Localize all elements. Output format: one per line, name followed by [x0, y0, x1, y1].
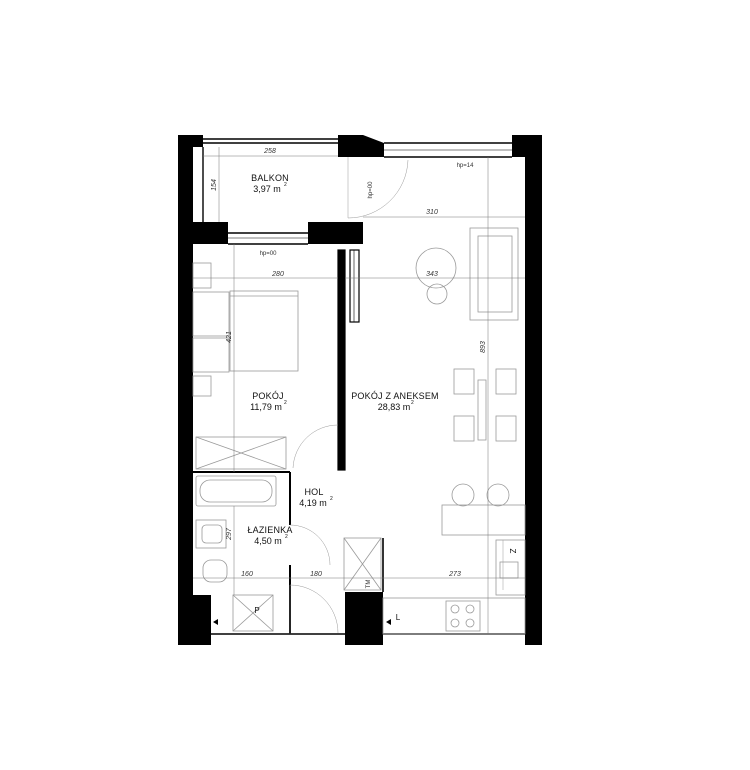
room-area-sup-balkon: 2 — [284, 182, 287, 188]
dim-aneks-depth: 893 — [480, 341, 487, 353]
room-area-lazienka: 4,50 m — [254, 536, 282, 546]
kitchen-counter — [382, 597, 526, 635]
hp-balcony-door: hp=00 — [368, 181, 374, 199]
wall-balcony-bottom — [178, 222, 228, 244]
dresser — [192, 375, 212, 397]
chair-4 — [495, 415, 517, 442]
dim-balkon-depth: 154 — [211, 179, 218, 191]
dim-hol-width: 180 — [310, 571, 322, 578]
pouf-large — [415, 247, 457, 289]
dim-aneks-mid: 343 — [426, 271, 438, 278]
triangle-marker-2 — [386, 619, 391, 625]
room-area-sup-lazienka: 2 — [285, 534, 288, 540]
structural-walls — [178, 135, 542, 645]
appliance-symbols: P L Z TM — [213, 549, 517, 625]
bed — [229, 290, 299, 372]
room-name-lazienka: ŁAZIENKA — [247, 525, 292, 535]
toilet — [202, 559, 228, 583]
wall-left-cap-top — [178, 135, 203, 147]
dim-lazienka-width: 160 — [241, 571, 253, 578]
room-area-sup-aneks: 2 — [411, 400, 414, 406]
furniture — [192, 227, 526, 635]
room-name-hol: HOL — [304, 487, 323, 497]
hp-living-window: hp=14 — [457, 163, 475, 169]
symbol-tm: TM — [366, 580, 372, 589]
sofa — [469, 227, 519, 321]
triangle-marker-1 — [213, 619, 218, 625]
wall-bedroom-living — [337, 249, 346, 471]
dining-table — [477, 379, 487, 441]
room-area-aneks: 28,83 m — [378, 402, 411, 412]
room-labels: BALKON 3,97 m 2 POKÓJ 11,79 m 2 POKÓJ Z … — [247, 173, 438, 546]
stool-1 — [451, 483, 475, 507]
wall-column-center-bevel — [363, 135, 384, 157]
burner-4 — [465, 618, 475, 628]
dim-pokoj-width: 280 — [271, 271, 284, 278]
chair-3 — [453, 415, 475, 442]
door-arc-entry — [289, 584, 339, 634]
bathtub — [195, 475, 277, 507]
door-arc-bedroom — [292, 424, 339, 469]
partitions — [193, 249, 384, 634]
chair-2 — [495, 368, 517, 395]
wardrobe-x2 — [195, 436, 287, 470]
room-area-balkon: 3,97 m — [253, 184, 281, 194]
washbasin-bowl — [201, 524, 223, 544]
wall-right-cap-top — [512, 135, 542, 157]
sofa-seat — [477, 235, 513, 313]
wall-bottom-shaft — [345, 592, 383, 645]
dim-balkon-width: 258 — [263, 148, 276, 155]
door-arc-balcony — [347, 157, 409, 219]
wall-right — [525, 157, 542, 645]
dim-lazienka-depth: 297 — [226, 527, 233, 541]
washbasin — [195, 519, 227, 549]
burner-2 — [465, 604, 475, 614]
stool-2 — [486, 483, 510, 507]
room-name-pokoj: POKÓJ — [252, 391, 284, 401]
symbol-lodowka: L — [396, 613, 401, 622]
kitchen-island — [441, 504, 526, 536]
room-area-hol: 4,19 m — [299, 498, 327, 508]
wall-balcony-bottom-2 — [308, 222, 363, 244]
wall-left — [178, 135, 193, 645]
sliding-door — [349, 249, 360, 323]
fridge-column — [495, 539, 526, 596]
burner-1 — [450, 604, 460, 614]
room-area-sup-pokoj: 2 — [284, 400, 287, 406]
dimension-lines — [193, 147, 525, 634]
dimension-texts: 258 154 310 280 343 421 893 297 160 180 … — [211, 148, 487, 578]
dim-kitchen-width: 273 — [448, 571, 461, 578]
nightstand-bot — [192, 337, 230, 373]
burner-3 — [450, 618, 460, 628]
height-marks: hp=00 hp=00 hp=14 — [260, 163, 475, 257]
symbol-pralka: P — [254, 606, 259, 615]
hall-wardrobe-x2 — [343, 537, 382, 591]
pouf-small — [426, 283, 448, 305]
nightstand-top — [192, 262, 212, 289]
sink — [499, 561, 519, 579]
chair-1 — [453, 368, 475, 395]
laundry-x2 — [232, 594, 274, 632]
dim-pokoj-depth: 421 — [226, 331, 233, 343]
room-name-aneks: POKÓJ Z ANEKSEM — [351, 391, 439, 401]
laundry-cabinet — [232, 594, 274, 632]
wall-column-center — [338, 135, 363, 157]
hp-bedroom-window: hp=00 — [260, 251, 278, 257]
room-area-pokoj: 11,79 m — [250, 402, 282, 412]
door-arc-bath — [289, 524, 331, 566]
bathtub-inner — [199, 479, 273, 503]
hall-wardrobe — [343, 537, 382, 591]
dim-aneks-top: 310 — [426, 209, 438, 216]
nightstand-mid — [192, 291, 230, 337]
room-area-sup-hol: 2 — [330, 496, 333, 502]
room-name-balkon: BALKON — [251, 173, 289, 183]
wall-bottom-left — [178, 595, 211, 645]
cooktop — [445, 600, 481, 632]
outline-walls — [202, 138, 525, 635]
symbol-zmywarka: Z — [508, 549, 517, 554]
wardrobe — [195, 436, 287, 470]
